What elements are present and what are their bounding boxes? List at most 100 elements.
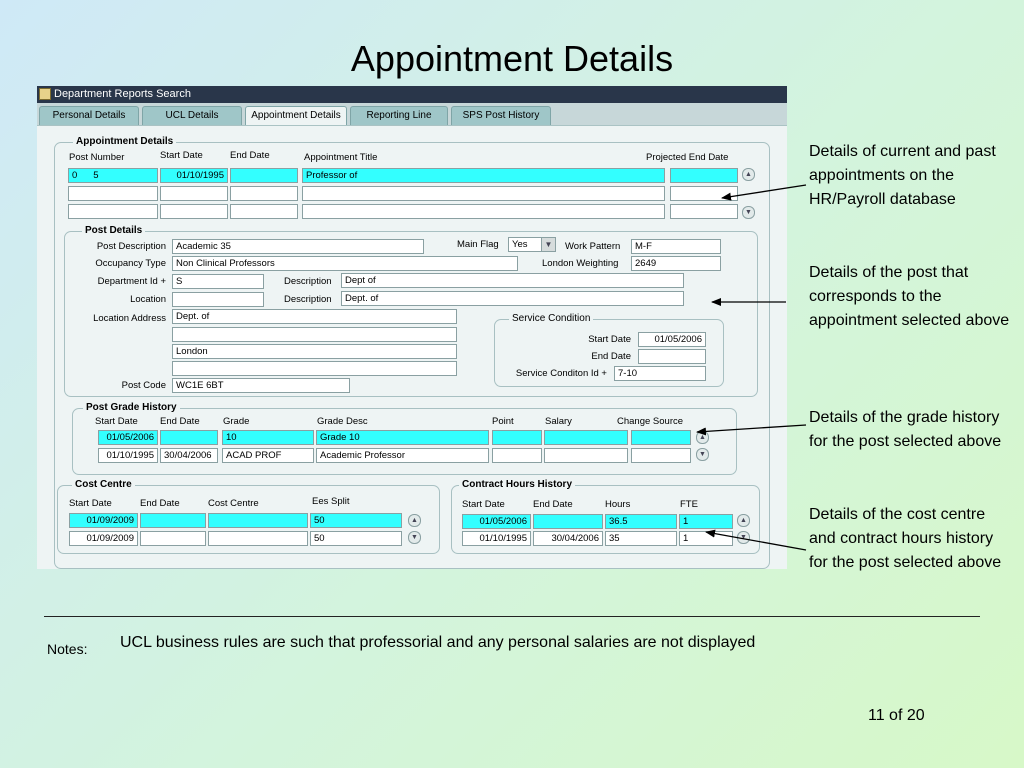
tab-sps-post-history[interactable]: SPS Post History (451, 106, 551, 125)
post-number-header: Post Number (69, 152, 125, 163)
window-titlebar: Department Reports Search (37, 86, 787, 103)
occupancy-type-label: Occupancy Type (95, 258, 166, 269)
start-date-field[interactable] (160, 204, 228, 219)
window-title: Department Reports Search (54, 88, 191, 100)
appointment-title-field[interactable] (302, 186, 665, 201)
london-weighting-label: London Weighting (542, 258, 619, 269)
change-source-field[interactable] (631, 448, 691, 463)
projected-end-date-header: Projected End Date (646, 152, 729, 163)
fte-field[interactable]: 1 (679, 514, 733, 529)
chevron-down-icon[interactable]: ▼ (541, 237, 556, 252)
app-window: Department Reports Search Personal Detai… (37, 86, 787, 569)
tab-ucl-details[interactable]: UCL Details (142, 106, 242, 125)
scroll-down-icon[interactable]: ▼ (742, 206, 755, 219)
post-description-field[interactable]: Academic 35 (172, 239, 424, 254)
cost-centre-field[interactable] (208, 513, 308, 528)
service-condition-id-label: Service Conditon Id + (515, 368, 607, 379)
grade-desc-header: Grade Desc (317, 416, 368, 427)
cost-start-date-field[interactable]: 01/09/2009 (69, 531, 138, 546)
appointment-title-header: Appointment Title (304, 152, 378, 163)
tab-appointment-details[interactable]: Appointment Details (245, 106, 347, 125)
service-condition-id-field[interactable]: 7-10 (614, 366, 706, 381)
london-weighting-field[interactable]: 2649 (631, 256, 721, 271)
contract-end-date-field[interactable]: 30/04/2006 (533, 531, 603, 546)
address-line-4-field[interactable] (172, 361, 457, 376)
post-grade-history-group (72, 408, 737, 475)
grade-start-date-field[interactable]: 01/10/1995 (98, 448, 158, 463)
grade-desc-field[interactable]: Grade 10 (316, 430, 489, 445)
cost-centre-group (57, 485, 440, 554)
post-number-field[interactable] (68, 204, 158, 219)
annotation-cost-contract: Details of the cost centre and contract … (809, 506, 1002, 571)
projected-end-date-field[interactable] (670, 168, 738, 183)
appointment-details-heading: Appointment Details (73, 136, 177, 148)
appointment-title-field[interactable] (302, 204, 665, 219)
change-source-field[interactable] (631, 430, 691, 445)
post-number-field[interactable] (68, 186, 158, 201)
appointment-details-group (54, 142, 770, 569)
end-date-field[interactable] (230, 186, 298, 201)
annotation-appointments: Details of current and past appointments… (809, 143, 996, 208)
annotation-post-details: Details of the post that corresponds to … (809, 264, 1010, 329)
cost-start-date-field[interactable]: 01/09/2009 (69, 513, 138, 528)
contract-hours-history-heading: Contract Hours History (459, 479, 576, 491)
point-field[interactable] (492, 430, 542, 445)
cost-centre-field[interactable] (208, 531, 308, 546)
post-details-heading: Post Details (82, 225, 146, 237)
department-id-field[interactable]: S (172, 274, 264, 289)
scroll-up-icon[interactable]: ▲ (737, 514, 750, 527)
contract-start-date-field[interactable]: 01/05/2006 (462, 514, 531, 529)
scroll-up-icon[interactable]: ▲ (408, 514, 421, 527)
cost-end-date-field[interactable] (140, 513, 206, 528)
projected-end-date-field[interactable] (670, 186, 738, 201)
grade-end-date-field[interactable] (160, 430, 218, 445)
salary-field[interactable] (544, 430, 628, 445)
department-description-field[interactable]: Dept of (341, 273, 684, 288)
appointment-title-field[interactable]: Professor of (302, 168, 665, 183)
grade-start-date-header: Start Date (95, 416, 138, 427)
grade-field[interactable]: 10 (222, 430, 314, 445)
address-line-1-field[interactable]: Dept. of (172, 309, 457, 324)
cost-centre-header: Cost Centre (208, 498, 259, 509)
address-line-3-field[interactable]: London (172, 344, 457, 359)
post-code-field[interactable]: WC1E 6BT (172, 378, 350, 393)
occupancy-type-field[interactable]: Non Clinical Professors (172, 256, 518, 271)
hours-field[interactable]: 36.5 (605, 514, 677, 529)
start-date-field[interactable]: 01/10/1995 (160, 168, 228, 183)
location-field[interactable] (172, 292, 264, 307)
end-date-field[interactable] (230, 204, 298, 219)
projected-end-date-field[interactable] (670, 204, 738, 219)
main-flag-select[interactable]: Yes (508, 237, 542, 252)
hours-header: Hours (605, 499, 631, 510)
service-start-date-field[interactable]: 01/05/2006 (638, 332, 706, 347)
notes-divider (44, 616, 980, 617)
cost-end-date-field[interactable] (140, 531, 206, 546)
service-start-date-label: Start Date (588, 334, 631, 345)
grade-end-date-field[interactable]: 30/04/2006 (160, 448, 218, 463)
address-line-2-field[interactable] (172, 327, 457, 342)
end-date-field[interactable] (230, 168, 298, 183)
contract-start-date-field[interactable]: 01/10/1995 (462, 531, 531, 546)
location-description-field[interactable]: Dept. of (341, 291, 684, 306)
tab-reporting-line[interactable]: Reporting Line (350, 106, 448, 125)
grade-desc-field[interactable]: Academic Professor (316, 448, 489, 463)
point-field[interactable] (492, 448, 542, 463)
tab-personal-details[interactable]: Personal Details (39, 106, 139, 125)
ees-split-field[interactable]: 50 (310, 531, 402, 546)
contract-end-date-field[interactable] (533, 514, 603, 529)
ees-split-field[interactable]: 50 (310, 513, 402, 528)
grade-field[interactable]: ACAD PROF (222, 448, 314, 463)
start-date-field[interactable] (160, 186, 228, 201)
contract-start-date-header: Start Date (462, 499, 505, 510)
end-date-header: End Date (230, 150, 270, 161)
scroll-down-icon[interactable]: ▼ (408, 531, 421, 544)
hours-field[interactable]: 35 (605, 531, 677, 546)
service-end-date-field[interactable] (638, 349, 706, 364)
grade-start-date-field[interactable]: 01/05/2006 (98, 430, 158, 445)
scroll-down-icon[interactable]: ▼ (696, 448, 709, 461)
scroll-up-icon[interactable]: ▲ (742, 168, 755, 181)
work-pattern-field[interactable]: M-F (631, 239, 721, 254)
salary-field[interactable] (544, 448, 628, 463)
contract-end-date-header: End Date (533, 499, 573, 510)
